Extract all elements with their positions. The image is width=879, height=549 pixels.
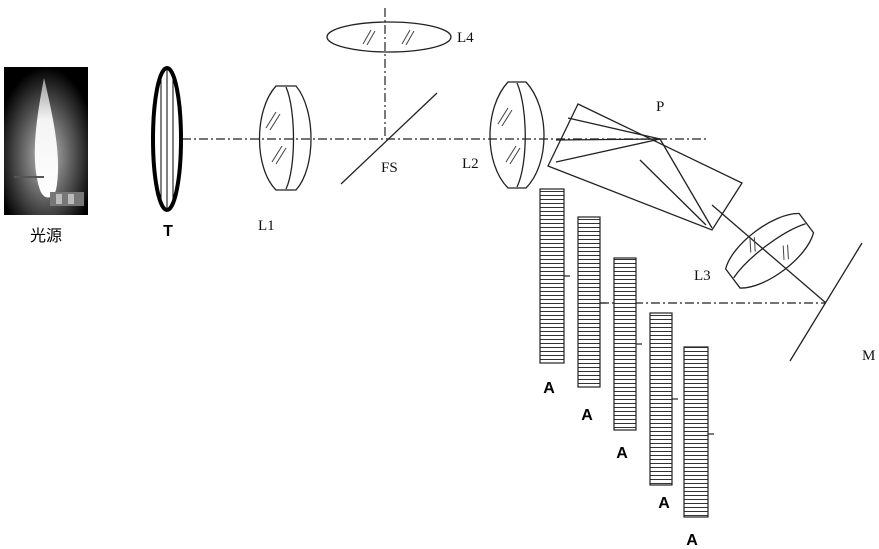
lens-l1-label: L1 [258, 218, 275, 234]
mirror-label: M [862, 348, 875, 364]
lens-l3 [718, 204, 820, 298]
dispersed-beam [712, 205, 826, 303]
detector-array-1 [540, 189, 570, 363]
lens-l2-label: L2 [462, 156, 479, 172]
array-label-3: A [616, 445, 628, 462]
target-label: T [163, 223, 173, 240]
detector-array-2 [578, 217, 606, 387]
lens-l3-label: L3 [694, 268, 711, 284]
lens-l4 [327, 22, 451, 52]
prism-p [548, 104, 742, 230]
detector-array-5 [684, 347, 714, 517]
target-window [153, 68, 181, 210]
detector-array-4 [650, 313, 678, 485]
light-source-label: 光源 [30, 226, 62, 245]
lens-l2 [490, 82, 544, 188]
light-source-image [4, 67, 88, 215]
array-label-5: A [686, 532, 698, 549]
field-stop-label: FS [381, 160, 398, 176]
array-label-2: A [581, 407, 593, 424]
lens-l4-label: L4 [457, 30, 474, 46]
array-label-1: A [543, 380, 555, 397]
detector-array-3 [614, 258, 642, 430]
mirror [790, 243, 862, 361]
array-label-4: A [658, 495, 670, 512]
prism-label: P [656, 99, 664, 115]
lens-l1 [260, 86, 312, 190]
